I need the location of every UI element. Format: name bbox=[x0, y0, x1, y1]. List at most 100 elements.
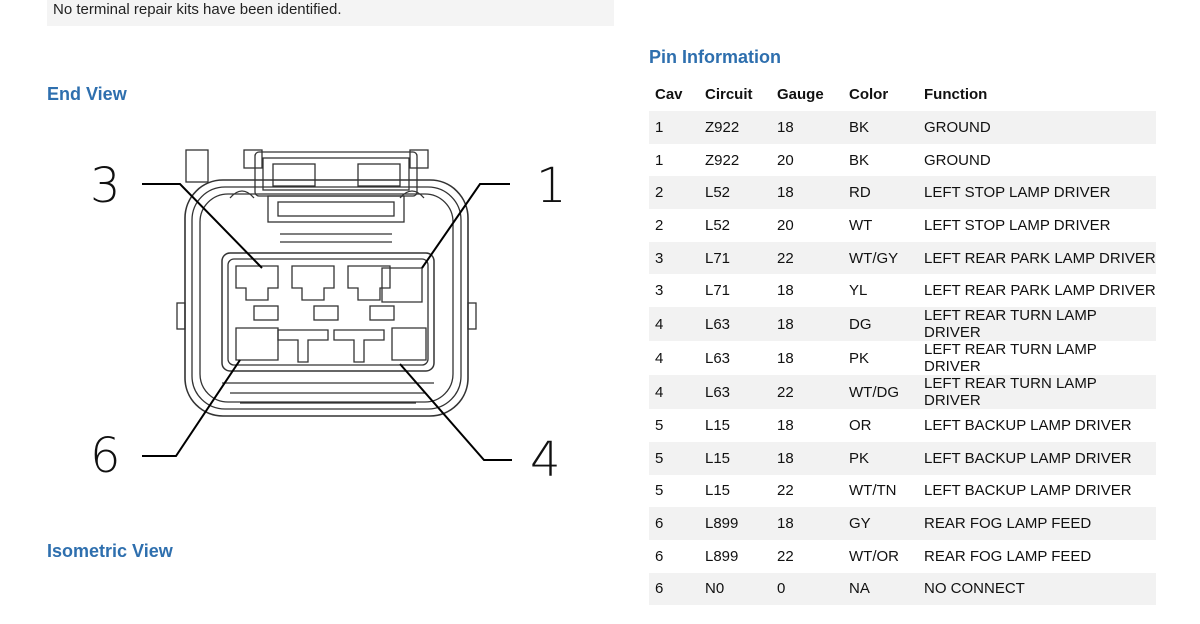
cell-cav: 5 bbox=[649, 474, 699, 508]
cell-gauge: 22 bbox=[771, 474, 843, 508]
callout-label-4: 4 bbox=[530, 432, 561, 488]
cell-cav: 4 bbox=[649, 341, 699, 376]
cell-function: LEFT BACKUP LAMP DRIVER bbox=[918, 409, 1156, 442]
cell-cav: 3 bbox=[649, 241, 699, 275]
cell-function: LEFT STOP LAMP DRIVER bbox=[918, 176, 1156, 210]
cell-color: RD bbox=[843, 176, 918, 210]
callout-label-1: 1 bbox=[536, 158, 567, 214]
cell-color: OR bbox=[843, 409, 918, 442]
cell-circuit: L15 bbox=[699, 441, 771, 475]
cell-cav: 3 bbox=[649, 274, 699, 308]
cell-circuit: L899 bbox=[699, 539, 771, 573]
cell-circuit: L52 bbox=[699, 176, 771, 210]
cell-color: WT/DG bbox=[843, 375, 918, 410]
callout-label-3: 3 bbox=[90, 158, 121, 214]
cell-color: PK bbox=[843, 441, 918, 475]
column-header-function: Function bbox=[918, 78, 1156, 111]
cell-function: REAR FOG LAMP FEED bbox=[918, 507, 1156, 540]
cell-gauge: 18 bbox=[771, 307, 843, 342]
cell-circuit: L63 bbox=[699, 341, 771, 376]
cell-cav: 4 bbox=[649, 375, 699, 410]
cell-color: WT/OR bbox=[843, 539, 918, 573]
cell-gauge: 20 bbox=[771, 143, 843, 177]
cell-circuit: L63 bbox=[699, 375, 771, 410]
cell-gauge: 18 bbox=[771, 341, 843, 376]
cell-function: LEFT REAR TURN LAMP DRIVER bbox=[918, 307, 1156, 342]
cell-gauge: 22 bbox=[771, 539, 843, 573]
cell-gauge: 18 bbox=[771, 441, 843, 475]
pin-information-title: Pin Information bbox=[649, 47, 781, 67]
repair-kit-notice-text: No terminal repair kits have been identi… bbox=[53, 1, 342, 18]
cell-cav: 6 bbox=[649, 539, 699, 573]
column-header-gauge: Gauge bbox=[771, 78, 843, 111]
cell-function: LEFT STOP LAMP DRIVER bbox=[918, 209, 1156, 242]
cell-circuit: L15 bbox=[699, 474, 771, 508]
cell-color: GY bbox=[843, 507, 918, 540]
cell-function: LEFT REAR TURN LAMP DRIVER bbox=[918, 375, 1156, 410]
cell-color: WT/TN bbox=[843, 474, 918, 508]
cell-function: LEFT BACKUP LAMP DRIVER bbox=[918, 474, 1156, 508]
cell-function: GROUND bbox=[918, 111, 1156, 144]
cell-gauge: 20 bbox=[771, 209, 843, 242]
cell-gauge: 18 bbox=[771, 274, 843, 308]
cell-circuit: Z922 bbox=[699, 143, 771, 177]
cell-cav: 2 bbox=[649, 176, 699, 210]
cell-cav: 5 bbox=[649, 409, 699, 442]
cell-circuit: L52 bbox=[699, 209, 771, 242]
cell-circuit: N0 bbox=[699, 572, 771, 606]
cell-circuit: L15 bbox=[699, 409, 771, 442]
cell-function: LEFT BACKUP LAMP DRIVER bbox=[918, 441, 1156, 475]
cell-function: LEFT REAR PARK LAMP DRIVER bbox=[918, 274, 1156, 308]
cell-color: NA bbox=[843, 572, 918, 606]
column-header-cav: Cav bbox=[649, 78, 699, 111]
cell-function: GROUND bbox=[918, 143, 1156, 177]
cell-circuit: L899 bbox=[699, 507, 771, 540]
cell-cav: 6 bbox=[649, 572, 699, 606]
cell-color: BK bbox=[843, 111, 918, 144]
cell-gauge: 18 bbox=[771, 111, 843, 144]
cell-function: REAR FOG LAMP FEED bbox=[918, 539, 1156, 573]
cell-gauge: 18 bbox=[771, 176, 843, 210]
end-view-title: End View bbox=[47, 84, 127, 104]
cell-circuit: L63 bbox=[699, 307, 771, 342]
cell-gauge: 22 bbox=[771, 375, 843, 410]
table-header-row: Cav Circuit Gauge Color Function bbox=[649, 78, 1156, 111]
cell-gauge: 22 bbox=[771, 241, 843, 275]
isometric-view-title: Isometric View bbox=[47, 541, 173, 561]
cell-cav: 5 bbox=[649, 441, 699, 475]
callout-label-6: 6 bbox=[90, 428, 121, 484]
cell-function: LEFT REAR TURN LAMP DRIVER bbox=[918, 341, 1156, 376]
column-header-color: Color bbox=[843, 78, 918, 111]
cell-color: WT bbox=[843, 209, 918, 242]
cell-cav: 1 bbox=[649, 143, 699, 177]
cell-circuit: L71 bbox=[699, 274, 771, 308]
cell-cav: 1 bbox=[649, 111, 699, 144]
cell-color: DG bbox=[843, 307, 918, 342]
cell-function: LEFT REAR PARK LAMP DRIVER bbox=[918, 241, 1156, 275]
repair-kit-notice: No terminal repair kits have been identi… bbox=[47, 0, 614, 26]
column-header-circuit: Circuit bbox=[699, 78, 771, 111]
connector-end-view-diagram: 3 1 6 4 bbox=[80, 138, 580, 488]
cell-circuit: Z922 bbox=[699, 111, 771, 144]
cell-gauge: 18 bbox=[771, 507, 843, 540]
cell-color: YL bbox=[843, 274, 918, 308]
cell-cav: 4 bbox=[649, 307, 699, 342]
cell-circuit: L71 bbox=[699, 241, 771, 275]
cell-color: BK bbox=[843, 143, 918, 177]
cell-color: PK bbox=[843, 341, 918, 376]
